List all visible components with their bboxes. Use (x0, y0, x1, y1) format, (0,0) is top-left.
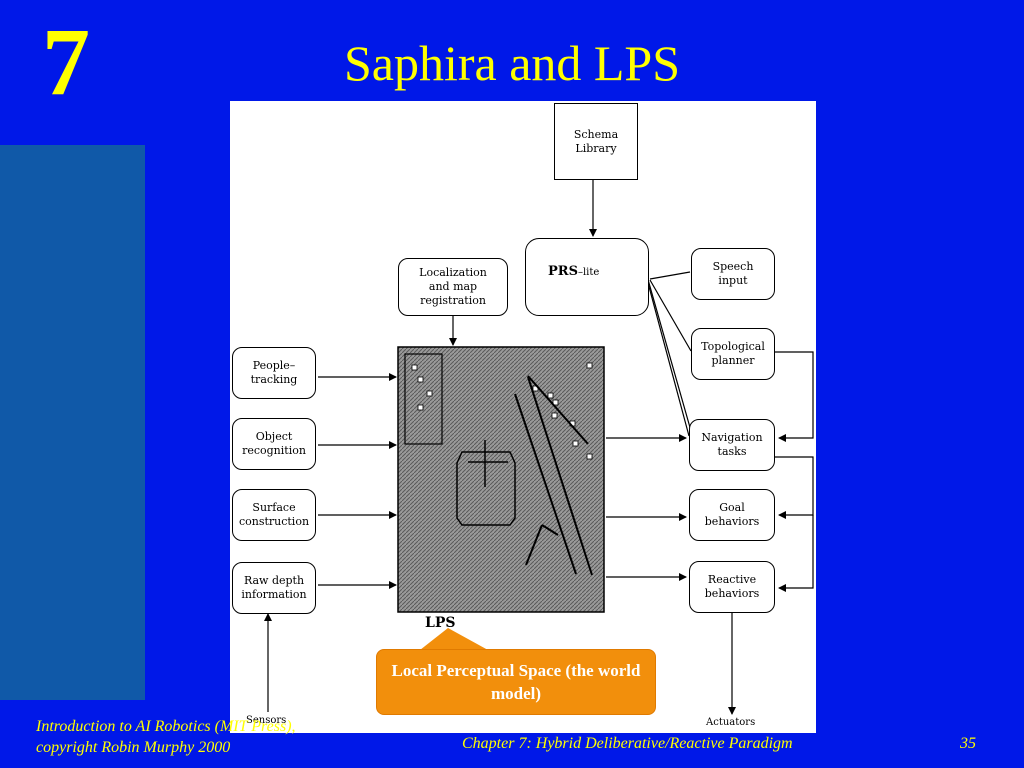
actuators-label: Actuators (706, 717, 756, 728)
lps-obstacle (456, 440, 516, 526)
people-tracking-line1: People– (252, 359, 296, 372)
lps-label: LPS (425, 615, 456, 631)
speech-input-box: Speech input (691, 248, 775, 300)
lps-callout-text: Local Perceptual Space (the world model) (391, 661, 641, 703)
object-recognition-line2: recognition (242, 444, 306, 457)
reactive-behaviors-line1: Reactive (707, 573, 757, 586)
diagram-graphics (264, 180, 814, 715)
localization-line1: Localization (419, 266, 487, 279)
lps-callout: Local Perceptual Space (the world model) (376, 649, 656, 715)
topological-planner-line2: planner (711, 354, 755, 367)
architecture-diagram: Schema Library PRS–lite Localization and… (230, 101, 816, 733)
localization-box: Localization and map registration (398, 258, 508, 316)
localization-line2: and map (428, 280, 478, 293)
side-bar (0, 145, 145, 700)
surface-construction-line1: Surface (252, 501, 296, 514)
footer-page-number: 35 (960, 735, 976, 752)
callout-pointer (420, 628, 488, 650)
schema-library-line1: Schema (573, 127, 619, 141)
reactive-behaviors-box: Reactive behaviors (689, 561, 775, 613)
raw-depth-line1: Raw depth (243, 574, 305, 587)
localization-line3: registration (420, 294, 486, 307)
navigation-tasks-line2: tasks (717, 445, 747, 458)
navigation-tasks-box: Navigation tasks (689, 419, 775, 471)
speech-input-line1: Speech (712, 260, 754, 273)
goal-behaviors-line1: Goal (719, 501, 745, 514)
people-tracking-box: People– tracking (232, 347, 316, 399)
object-recognition-box: Object recognition (232, 418, 316, 470)
schema-library-line2: Library (575, 141, 617, 155)
prs-lite-label: PRS–lite (548, 265, 599, 280)
lps-grid (397, 346, 605, 613)
surface-construction-box: Surface construction (232, 489, 316, 541)
prs-sub: –lite (577, 267, 600, 278)
sensors-label: Sensors (246, 715, 287, 726)
people-tracking-line2: tracking (250, 373, 298, 386)
goal-behaviors-box: Goal behaviors (689, 489, 775, 541)
speech-input-line2: input (718, 274, 748, 287)
footer-chapter: Chapter 7: Hybrid Deliberative/Reactive … (462, 735, 793, 752)
schema-library-box: Schema Library (554, 103, 638, 180)
chapter-number: 7 (42, 8, 90, 115)
topological-planner-box: Topological planner (691, 328, 775, 380)
prs-main: PRS (548, 264, 578, 279)
slide-title: Saphira and LPS (343, 35, 681, 91)
footer-credit-line1: Introduction to AI Robotics (MIT Press), (36, 718, 296, 735)
lps-walls (514, 375, 593, 576)
goal-behaviors-line2: behaviors (704, 515, 760, 528)
object-recognition-line1: Object (255, 430, 293, 443)
raw-depth-line2: information (241, 588, 307, 601)
topological-planner-line1: Topological (701, 340, 765, 353)
footer-credit: Introduction to AI Robotics (MIT Press),… (36, 716, 296, 758)
prs-lite-box: PRS–lite (525, 238, 649, 316)
lps-region (404, 353, 443, 445)
footer-credit-line2: copyright Robin Murphy 2000 (36, 739, 231, 756)
navigation-tasks-line1: Navigation (701, 431, 763, 444)
reactive-behaviors-line2: behaviors (704, 587, 760, 600)
raw-depth-box: Raw depth information (232, 562, 316, 614)
surface-construction-line2: construction (238, 515, 310, 528)
